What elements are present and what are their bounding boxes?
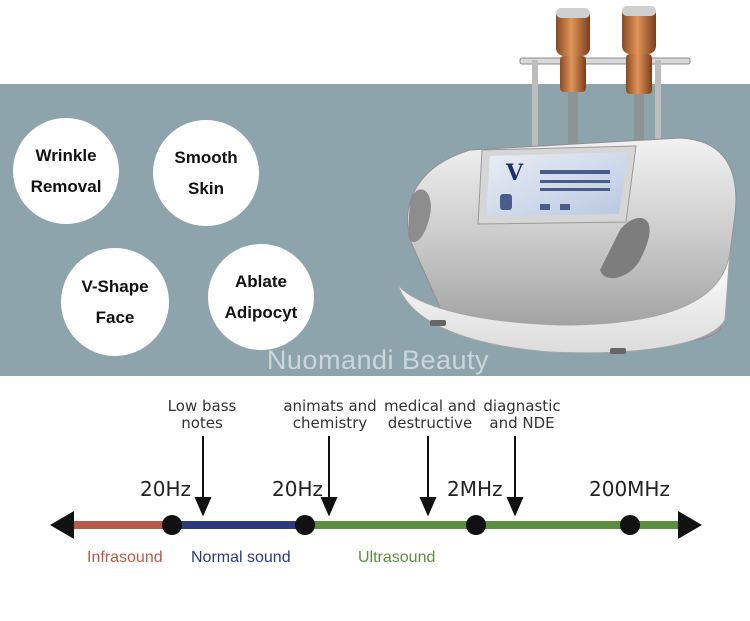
- normal-sound-segment: [172, 521, 305, 529]
- effect-line-1: Ablate: [235, 272, 287, 291]
- ultrasound-segment: [305, 521, 680, 529]
- freq-label-20hz-1: 20Hz: [140, 477, 191, 501]
- screen-logo: V: [505, 160, 524, 186]
- foot-left: [430, 320, 446, 326]
- screen-ui-icon: [500, 170, 610, 210]
- left-grip: [408, 189, 431, 243]
- effect-line-1: V-Shape: [81, 277, 149, 296]
- pointer-arrows: [194, 436, 524, 517]
- foot-right: [610, 348, 626, 354]
- segment-label-infrasound: Infrasound: [87, 549, 163, 566]
- boundary-marker: [466, 515, 486, 535]
- boundary-marker: [295, 515, 315, 535]
- frequency-spectrum-line: [50, 436, 702, 539]
- effect-bubble-ablate-adipocyt: Ablate Adipocyt: [208, 244, 314, 350]
- cable-right: [634, 90, 644, 150]
- left-arrowhead-icon: [50, 511, 74, 539]
- right-arrowhead-icon: [678, 511, 702, 539]
- machine-base: [397, 249, 731, 354]
- handpiece-right-icon: [622, 6, 656, 94]
- effect-line-2: Skin: [188, 179, 224, 198]
- annotation-animals-chemistry: animats and chemistry: [283, 397, 377, 432]
- watermark: Nuomandi Beauty: [266, 345, 490, 375]
- infrasound-segment: [74, 521, 172, 529]
- holder-post-right: [655, 60, 661, 150]
- annotation-low-bass: Low bass notes: [167, 397, 237, 432]
- segment-label-ultrasound: Ultrasound: [358, 549, 436, 566]
- annotation-medical-destructive: medical and destructive: [383, 397, 477, 432]
- effect-bubble-smooth-skin: Smooth Skin: [153, 120, 259, 226]
- segment-label-normal-sound: Normal sound: [191, 549, 291, 566]
- effect-line-2: Face: [95, 308, 135, 327]
- machine-illustration: V: [397, 6, 737, 354]
- handpiece-left-icon: [556, 8, 590, 92]
- annotation-diagnostic-nde: diagnastic and NDE: [483, 397, 561, 432]
- effect-line-1: Wrinkle: [35, 146, 97, 165]
- holder-post-left: [532, 60, 538, 150]
- freq-label-200mhz: 200MHz: [589, 477, 670, 501]
- right-grip: [600, 218, 650, 279]
- effect-bubble-v-shape-face: V-Shape Face: [61, 248, 169, 356]
- cable-left: [568, 90, 578, 150]
- holder-bar: [519, 57, 691, 65]
- boundary-marker: [620, 515, 640, 535]
- touch-screen: [486, 152, 628, 216]
- boundary-marker: [162, 515, 182, 535]
- effect-line-2: Adipocyt: [224, 303, 298, 322]
- effect-line-2: Removal: [30, 177, 102, 196]
- freq-label-20hz-2: 20Hz: [272, 477, 323, 501]
- freq-label-2mhz: 2MHz: [447, 477, 503, 501]
- effect-line-1: Smooth: [174, 148, 238, 167]
- effect-bubble-wrinkle-removal: Wrinkle Removal: [13, 118, 119, 224]
